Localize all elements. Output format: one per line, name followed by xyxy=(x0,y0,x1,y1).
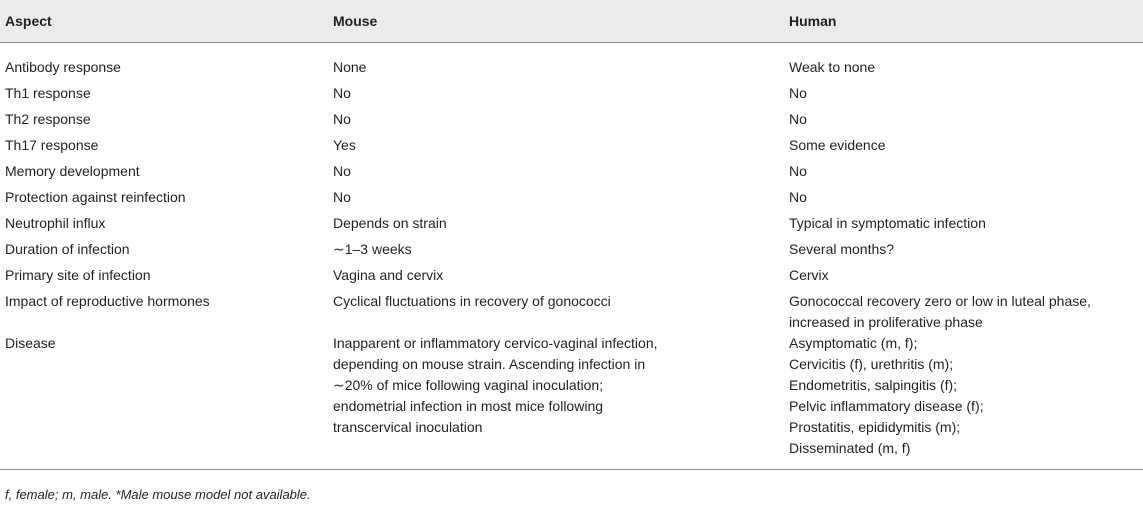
cell-mouse-text: Vagina and cervix xyxy=(333,267,444,283)
comparison-table: Aspect Mouse Human Antibody response None… xyxy=(0,0,1143,470)
cell-aspect: Th1 response xyxy=(0,83,333,109)
cell-aspect-text: Antibody response xyxy=(5,59,121,75)
cell-human: Gonococcal recovery zero or low in lutea… xyxy=(789,291,1143,333)
cell-aspect-text: Primary site of infection xyxy=(5,267,151,283)
cell-aspect: Antibody response xyxy=(0,43,333,84)
cell-mouse: Inapparent or inflammatory cervico-vagin… xyxy=(333,333,789,470)
cell-aspect: Protection against reinfection xyxy=(0,187,333,213)
cell-mouse-text: No xyxy=(333,85,351,101)
table-row: Th1 response No No xyxy=(0,83,1143,109)
table-row: Duration of infection ∼1–3 weeks Several m… xyxy=(0,239,1143,265)
cell-mouse: ∼1–3 weeks xyxy=(333,239,789,265)
cell-aspect-text: Protection against reinfection xyxy=(5,189,186,205)
cell-human-text: Gonococcal recovery zero or low in lutea… xyxy=(789,293,1091,330)
cell-mouse-text: Inapparent or inflammatory cervico-vagin… xyxy=(333,335,658,435)
cell-human-text: Typical in symptomatic infection xyxy=(789,215,986,231)
cell-mouse: Depends on strain xyxy=(333,213,789,239)
table-footnote: f, female; m, male. *Male mouse model no… xyxy=(5,487,311,502)
cell-human: Asymptomatic (m, f); Cervicitis (f), ure… xyxy=(789,333,1143,470)
cell-aspect: Neutrophil influx xyxy=(0,213,333,239)
cell-aspect: Disease xyxy=(0,333,333,470)
cell-aspect: Th17 response xyxy=(0,135,333,161)
cell-aspect: Memory development xyxy=(0,161,333,187)
cell-mouse: Cyclical fluctuations in recovery of gon… xyxy=(333,291,789,333)
cell-mouse: No xyxy=(333,109,789,135)
cell-human-text: No xyxy=(789,189,807,205)
table-row: Neutrophil influx Depends on strain Typica… xyxy=(0,213,1143,239)
cell-aspect: Primary site of infection xyxy=(0,265,333,291)
cell-human: No xyxy=(789,187,1143,213)
cell-aspect-text: Neutrophil influx xyxy=(5,215,106,231)
cell-aspect-text: Memory development xyxy=(5,163,140,179)
header-human: Human xyxy=(789,0,1143,43)
cell-aspect-text: Impact of reproductive hormones xyxy=(5,293,210,309)
cell-mouse: No xyxy=(333,187,789,213)
cell-human-text: No xyxy=(789,111,807,127)
cell-mouse-text: ∼1–3 weeks xyxy=(333,241,412,257)
cell-human-text: Weak to none xyxy=(789,59,876,75)
header-mouse: Mouse xyxy=(333,0,789,43)
cell-aspect-text: Th17 response xyxy=(5,137,99,153)
cell-mouse-text: No xyxy=(333,189,351,205)
table-row: Primary site of infection Vagina and cerv… xyxy=(0,265,1143,291)
cell-aspect: Duration of infection xyxy=(0,239,333,265)
cell-human-text: No xyxy=(789,85,807,101)
cell-human: Weak to none xyxy=(789,43,1143,84)
cell-aspect-text: Duration of infection xyxy=(5,241,130,257)
cell-aspect: Th2 response xyxy=(0,109,333,135)
table-row: Protection against reinfection No No xyxy=(0,187,1143,213)
cell-human-text: No xyxy=(789,163,807,179)
cell-mouse-text: Cyclical fluctuations in recovery of gon… xyxy=(333,293,611,309)
cell-mouse-text: Yes xyxy=(333,137,356,153)
cell-human: Several months? xyxy=(789,239,1143,265)
cell-human: Cervix xyxy=(789,265,1143,291)
table-row: Impact of reproductive hormones Cyclical … xyxy=(0,291,1143,333)
cell-human: No xyxy=(789,109,1143,135)
cell-aspect-text: Th2 response xyxy=(5,111,91,127)
cell-mouse: None xyxy=(333,43,789,84)
cell-aspect: Impact of reproductive hormones xyxy=(0,291,333,333)
table-row: Disease Inapparent or inflammatory cervic… xyxy=(0,333,1143,470)
table-header-row: Aspect Mouse Human xyxy=(0,0,1143,43)
cell-mouse-text: Depends on strain xyxy=(333,215,447,231)
cell-mouse: No xyxy=(333,83,789,109)
cell-human-text: Several months? xyxy=(789,241,895,257)
table-row: Th17 response Yes Some evidence xyxy=(0,135,1143,161)
cell-mouse: Yes xyxy=(333,135,789,161)
cell-human-text: Asymptomatic (m, f); Cervicitis (f), ure… xyxy=(789,335,984,456)
cell-mouse-text: No xyxy=(333,111,351,127)
cell-mouse-text: None xyxy=(333,59,367,75)
cell-human: No xyxy=(789,161,1143,187)
table-row: Th2 response No No xyxy=(0,109,1143,135)
table-row: Antibody response None Weak to none xyxy=(0,43,1143,84)
comparison-table-container: Aspect Mouse Human Antibody response None… xyxy=(0,0,1143,470)
cell-aspect-text: Disease xyxy=(5,335,56,351)
table-row: Memory development No No xyxy=(0,161,1143,187)
cell-human: No xyxy=(789,83,1143,109)
cell-human: Some evidence xyxy=(789,135,1143,161)
cell-mouse: No xyxy=(333,161,789,187)
cell-human-text: Some evidence xyxy=(789,137,886,153)
cell-mouse-text: No xyxy=(333,163,351,179)
header-aspect: Aspect xyxy=(0,0,333,43)
cell-human-text: Cervix xyxy=(789,267,829,283)
cell-aspect-text: Th1 response xyxy=(5,85,91,101)
cell-mouse: Vagina and cervix xyxy=(333,265,789,291)
cell-human: Typical in symptomatic infection xyxy=(789,213,1143,239)
